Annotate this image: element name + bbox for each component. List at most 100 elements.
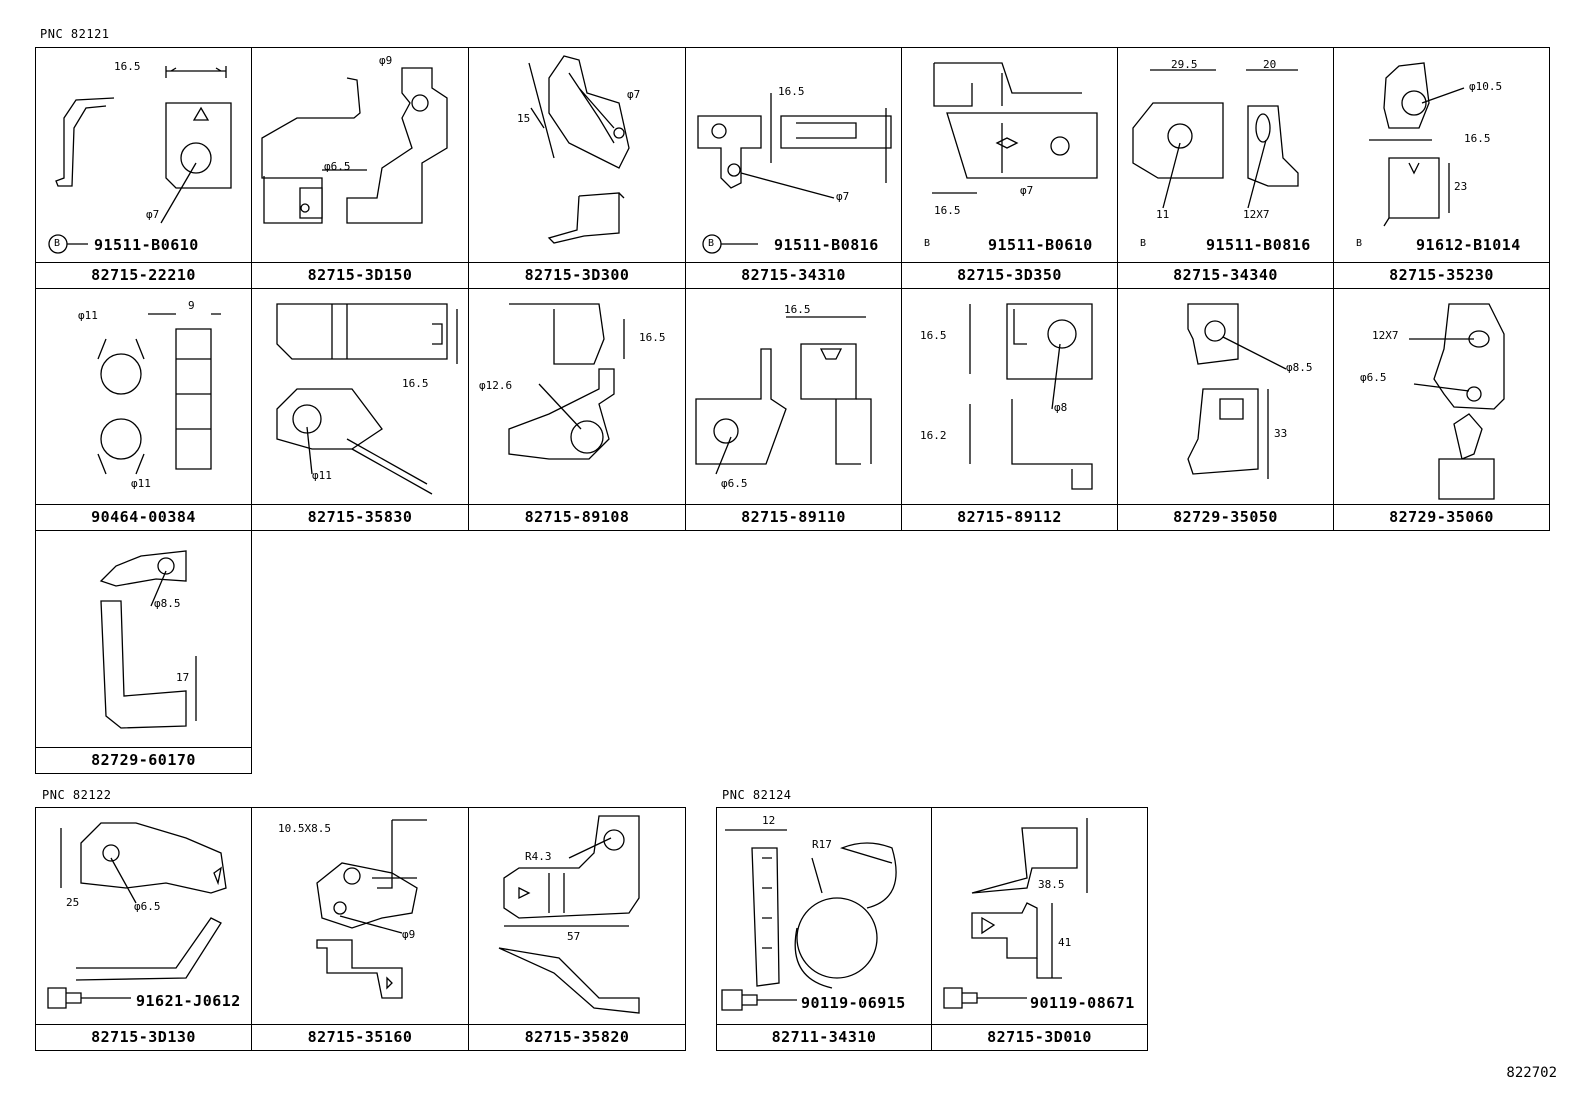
bolt-symbol-icon: B — [924, 238, 931, 249]
part-cell[interactable]: 16.5 φ7 B 91511-B0816 82715-34310 — [686, 47, 902, 289]
part-number[interactable]: 82715-35820 — [469, 1024, 685, 1050]
part-number[interactable]: 82715-34310 — [686, 262, 901, 288]
dim-label: φ7 — [146, 208, 160, 221]
dim-label: 12X7 — [1243, 208, 1270, 221]
dim-label: 38.5 — [1038, 878, 1065, 891]
bracket-drawing — [697, 93, 892, 254]
dim-label: 16.5 — [778, 85, 805, 98]
part-number[interactable]: 82715-89110 — [686, 504, 901, 530]
bracket-drawing — [316, 819, 427, 999]
part-cell[interactable]: 16.5 φ12.6 82715-89108 — [469, 289, 686, 531]
bolt-part-number[interactable]: 91511-B0610 — [988, 236, 1093, 254]
part-number[interactable]: 82729-60170 — [36, 747, 251, 773]
bolt-part-number[interactable]: 90119-06915 — [801, 994, 906, 1012]
part-number[interactable]: 82715-3D300 — [469, 262, 685, 288]
dim-label: 16.5 — [934, 204, 961, 217]
dim-label: φ8 — [1054, 401, 1068, 414]
bolt-symbol-icon: B — [54, 238, 61, 249]
part-cell[interactable]: 16.5 φ6.5 82715-89110 — [686, 289, 902, 531]
part-cell[interactable]: 15 φ7 82715-3D300 — [469, 47, 686, 289]
bracket-drawing — [47, 822, 227, 1009]
part-number[interactable]: 82715-3D010 — [932, 1024, 1147, 1050]
pnc-label-82122: PNC 82122 — [42, 788, 112, 802]
dim-label: 12 — [762, 814, 776, 827]
part-cell[interactable]: φ8.5 33 82729-35050 — [1118, 289, 1334, 531]
bolt-part-number[interactable]: 91511-B0816 — [1206, 236, 1311, 254]
bolt-part-number[interactable]: 90119-08671 — [1030, 994, 1135, 1012]
part-cell[interactable]: 38.5 41 90119-08671 82715-3D010 — [932, 807, 1148, 1051]
dim-label: 15 — [517, 112, 531, 125]
part-cell[interactable]: 16.5 φ7 B 91511-B0610 82715-22210 — [35, 47, 252, 289]
dim-label: φ8.5 — [154, 597, 181, 610]
part-number[interactable]: 82715-3D350 — [902, 262, 1117, 288]
part-cell[interactable]: φ9 φ6.5 82715-3D150 — [252, 47, 469, 289]
part-number[interactable]: 82715-35830 — [252, 504, 468, 530]
part-cell[interactable]: 25 φ6.5 91621-J0612 82715-3D130 — [35, 807, 252, 1051]
part-number[interactable]: 82715-22210 — [36, 262, 251, 288]
bracket-drawing — [508, 303, 625, 460]
dim-label: 17 — [176, 671, 190, 684]
part-cell[interactable]: 12 R17 90119-06915 82711-34310 — [716, 807, 932, 1051]
bracket-drawing — [261, 67, 448, 224]
part-number[interactable]: 82729-35060 — [1334, 504, 1549, 530]
bolt-part-number[interactable]: 91511-B0610 — [94, 236, 199, 254]
part-cell[interactable]: 16.5 φ11 82715-35830 — [252, 289, 469, 531]
dim-label: 16.2 — [920, 429, 947, 442]
dim-label: φ8.5 — [1286, 361, 1313, 374]
dim-label: 33 — [1274, 427, 1288, 440]
part-number[interactable]: 82715-35160 — [252, 1024, 468, 1050]
dim-label: R17 — [812, 838, 832, 851]
part-cell[interactable]: φ10.5 16.5 23 B 91612-B1014 82715-35230 — [1334, 47, 1550, 289]
dim-label: R4.3 — [525, 850, 552, 863]
bolt-part-number[interactable]: 91612-B1014 — [1416, 236, 1521, 254]
bracket-drawing — [1369, 62, 1465, 227]
bolt-symbol-icon: B — [1356, 238, 1363, 249]
part-cell[interactable]: 16.5 16.2 φ8 82715-89112 — [902, 289, 1118, 531]
part-number[interactable]: 82715-3D150 — [252, 262, 468, 288]
part-number[interactable]: 82729-35050 — [1118, 504, 1333, 530]
dim-label: 41 — [1058, 936, 1072, 949]
part-number[interactable]: 82715-89108 — [469, 504, 685, 530]
dim-label: 57 — [567, 930, 581, 943]
parts-grid-82122: 25 φ6.5 91621-J0612 82715-3D130 10.5X8.5… — [35, 807, 686, 1051]
clamp-drawing — [721, 829, 897, 1011]
dim-label: φ6.5 — [721, 477, 748, 490]
dim-label: 25 — [66, 896, 80, 909]
part-number[interactable]: 82715-3D130 — [36, 1024, 251, 1050]
part-cell[interactable]: R4.3 57 82715-35820 — [469, 807, 686, 1051]
part-number[interactable]: 82715-34340 — [1118, 262, 1333, 288]
dim-label: φ7 — [627, 88, 641, 101]
dim-label: φ6.5 — [134, 900, 161, 913]
bracket-drawing — [1187, 303, 1287, 479]
bracket-drawing — [969, 303, 1093, 490]
part-cell[interactable]: 16.5 φ7 B 91511-B0610 82715-3D350 — [902, 47, 1118, 289]
dim-label: 23 — [1454, 180, 1468, 193]
pnc-label-82124: PNC 82124 — [722, 788, 792, 802]
dim-label: φ7 — [1020, 184, 1034, 197]
part-number[interactable]: 90464-00384 — [36, 504, 251, 530]
dim-label: φ6.5 — [324, 160, 351, 173]
part-number[interactable]: 82711-34310 — [717, 1024, 931, 1050]
part-number[interactable]: 82715-89112 — [902, 504, 1117, 530]
dim-label: 16.5 — [920, 329, 947, 342]
bolt-part-number[interactable]: 91511-B0816 — [774, 236, 879, 254]
dim-label: φ11 — [131, 477, 151, 490]
bracket-drawing — [276, 303, 458, 495]
part-cell[interactable]: φ8.5 17 82729-60170 — [35, 531, 252, 774]
bracket-drawing — [943, 818, 1088, 1009]
dim-label: φ10.5 — [1469, 80, 1503, 93]
part-cell[interactable]: 12X7 φ6.5 82729-35060 — [1334, 289, 1550, 531]
dim-label: 16.5 — [784, 303, 811, 316]
bracket-drawing — [48, 66, 232, 254]
parts-grid-82124: 12 R17 90119-06915 82711-34310 38.5 41 9… — [716, 807, 1148, 1051]
dim-label: φ11 — [312, 469, 332, 482]
bolt-part-number[interactable]: 91621-J0612 — [136, 992, 241, 1010]
dim-label: 29.5 — [1171, 58, 1198, 71]
dim-label: φ9 — [379, 54, 393, 67]
part-cell[interactable]: 29.5 20 11 12X7 B 91511-B0816 82715-3434… — [1118, 47, 1334, 289]
part-cell[interactable]: φ11 9 φ11 90464-00384 — [35, 289, 252, 531]
dim-label: 16.5 — [1464, 132, 1491, 145]
bracket-drawing — [528, 55, 630, 244]
part-cell[interactable]: 10.5X8.5 φ9 82715-35160 — [252, 807, 469, 1051]
part-number[interactable]: 82715-35230 — [1334, 262, 1549, 288]
